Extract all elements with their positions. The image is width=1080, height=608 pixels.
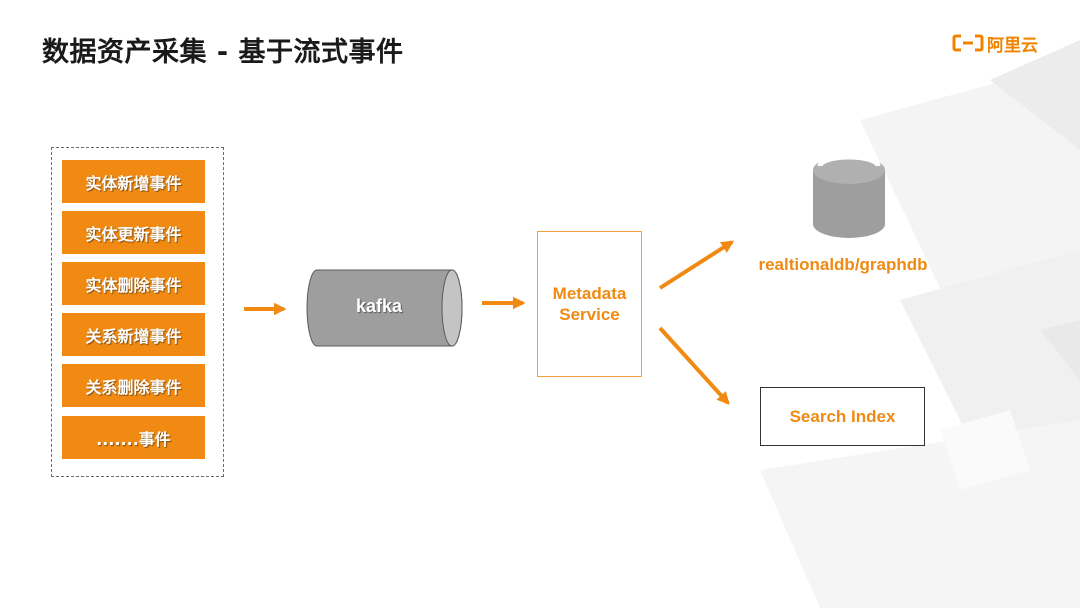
kafka-cylinder-icon (306, 269, 463, 347)
brand-name: 阿里云 (987, 35, 1038, 56)
event-relation-added: 关系新增事件 (62, 313, 205, 356)
brand-logo: 阿里云 (952, 32, 1038, 56)
page-title: 数据资产采集 - 基于流式事件 (42, 37, 404, 68)
event-more: .......事件 (62, 416, 205, 459)
database-cylinder-icon (813, 154, 885, 238)
event-entity-added: 实体新增事件 (62, 160, 205, 203)
arrow-metadata-to-database (658, 240, 735, 290)
kafka-label: kafka (355, 296, 403, 316)
database-label: realtionaldb/graphdb (758, 255, 928, 274)
metadata-service-label-line2: Service (559, 305, 620, 324)
aliyun-logo-icon (952, 34, 984, 52)
metadata-service-box: Metadata Service (537, 231, 642, 377)
event-entity-deleted: 实体删除事件 (62, 262, 205, 305)
arrow-metadata-to-search (658, 326, 730, 405)
event-entity-updated: 实体更新事件 (62, 211, 205, 254)
search-index-label: Search Index (789, 406, 896, 426)
metadata-service-label-line1: Metadata (552, 284, 627, 303)
event-group-frame (51, 147, 224, 477)
search-index-box: Search Index (760, 387, 925, 446)
event-relation-deleted: 关系删除事件 (62, 364, 205, 407)
